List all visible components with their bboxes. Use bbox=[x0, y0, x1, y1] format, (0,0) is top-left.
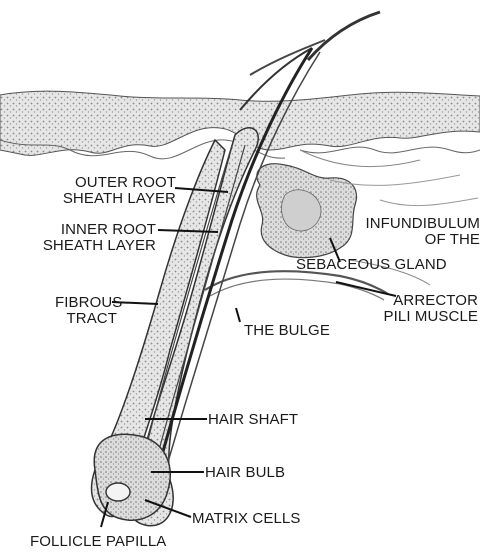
label-infundibulum: INFUNDIBULUM OF THE bbox=[340, 216, 480, 248]
label-arrector-pili: ARRECTOR PILI MUSCLE bbox=[350, 293, 478, 325]
label-matrix-cells: MATRIX CELLS bbox=[192, 511, 300, 527]
label-fibrous-tract: FIBROUS TRACT bbox=[55, 295, 117, 327]
label-hair-bulb: HAIR BULB bbox=[205, 465, 285, 481]
label-the-bulge: THE BULGE bbox=[244, 323, 330, 339]
label-follicle-papilla: FOLLICLE PAPILLA bbox=[30, 534, 166, 550]
label-outer-root-sheath: OUTER ROOT SHEATH LAYER bbox=[42, 175, 176, 207]
label-hair-shaft: HAIR SHAFT bbox=[208, 412, 298, 428]
label-sebaceous-gland: SEBACEOUS GLAND bbox=[296, 257, 447, 273]
label-inner-root-sheath: INNER ROOT SHEATH LAYER bbox=[6, 222, 156, 254]
